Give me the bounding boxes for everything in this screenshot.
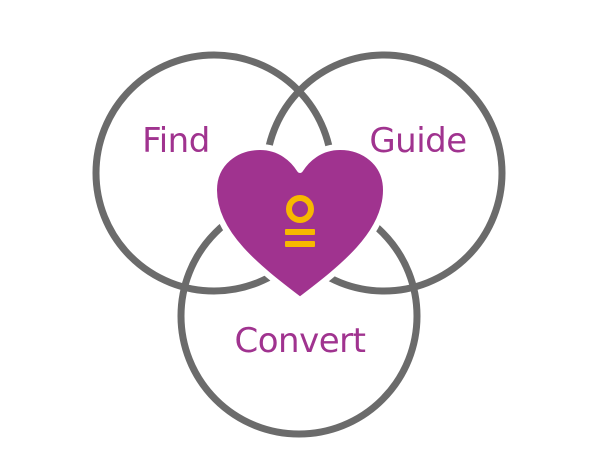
label-find: Find [142, 121, 210, 161]
logo-mark-icon [285, 195, 315, 247]
center-heart [211, 144, 389, 303]
heart-icon [211, 144, 389, 303]
label-guide: Guide [369, 121, 466, 161]
label-convert: Convert [235, 321, 366, 361]
